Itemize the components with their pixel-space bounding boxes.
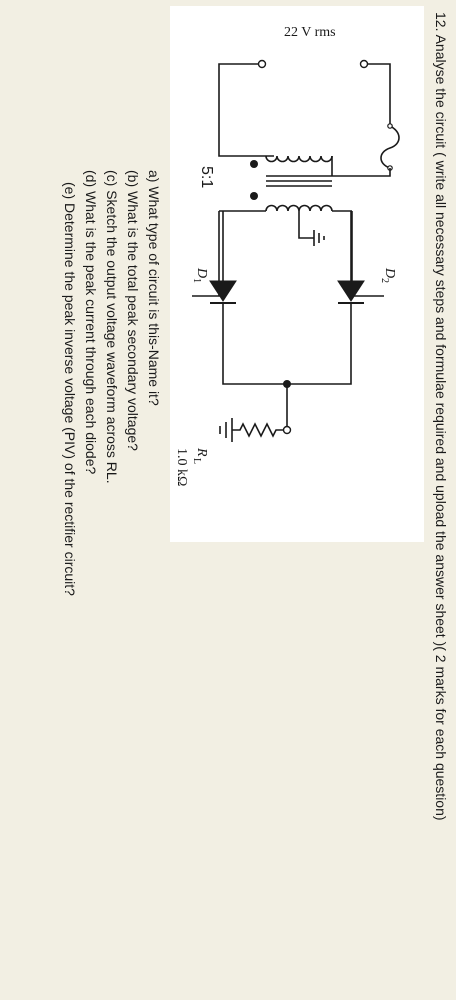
load-resistor — [232, 422, 283, 438]
primary-coil — [265, 155, 333, 163]
resistor-label: R — [194, 447, 209, 457]
resistor-sub: L — [191, 458, 202, 464]
subquestion-d: (d) What is the peak current through eac… — [83, 170, 99, 475]
output-rail — [222, 303, 352, 385]
input-terminal-top — [359, 59, 369, 69]
diode-d1 — [209, 280, 237, 302]
resistor-value: 1.0 kΩ — [174, 448, 189, 486]
primary-dot — [250, 160, 258, 168]
diode1-label: D — [194, 267, 209, 278]
output-terminal — [282, 425, 292, 435]
turns-ratio-label: 5:1 — [198, 166, 215, 188]
subquestion-e: (e) Determine the peak inverse voltage (… — [62, 182, 78, 596]
fuse-symbol — [380, 125, 400, 169]
input-terminal-bottom — [257, 59, 267, 69]
secondary-dot — [250, 192, 258, 200]
question-header: 12. Analyse the circuit ( write all nece… — [432, 12, 450, 992]
subquestion-c: (c) Sketch the output voltage waveform a… — [104, 170, 120, 484]
question-number: 12. — [433, 12, 449, 32]
primary-lead-bottom — [218, 134, 274, 157]
diode2-label: D — [382, 267, 397, 278]
diode-d2 — [337, 280, 365, 302]
diode1-sub: 1 — [191, 278, 202, 283]
input-wire-top — [368, 63, 391, 126]
center-tap-wire — [298, 211, 314, 239]
subquestion-a: a) What type of circuit is this-Name it? — [146, 170, 162, 406]
input-wire-bottom — [218, 63, 258, 134]
subquestion-b: (b) What is the total peak secondary vol… — [125, 170, 141, 451]
subquestion-list: a) What type of circuit is this-Name it?… — [59, 170, 164, 995]
source-label: 22 V rms — [284, 25, 336, 40]
rail-bottom-a — [209, 211, 220, 297]
fuse-terminal-left — [387, 123, 393, 129]
question-text: Analyse the circuit ( write all necessar… — [433, 34, 449, 821]
secondary-coil — [265, 204, 333, 212]
diode2-sub: 2 — [379, 278, 390, 283]
primary-lead-top — [332, 168, 391, 177]
